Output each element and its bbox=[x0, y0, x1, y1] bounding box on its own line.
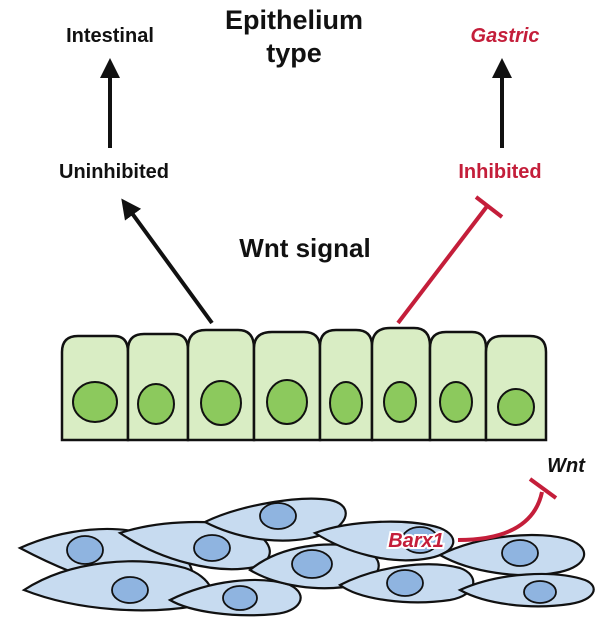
epithelial-nucleus bbox=[383, 381, 417, 423]
outcome-intestinal: Intestinal bbox=[66, 25, 154, 47]
epithelial-nucleus bbox=[266, 379, 308, 425]
wnt-signal-label: Wnt signal bbox=[239, 233, 370, 263]
state-uninhibited: Uninhibited bbox=[59, 161, 169, 183]
epithelium-nuclei bbox=[72, 379, 535, 426]
barx1-label: Barx1 bbox=[388, 530, 444, 552]
epithelial-nucleus bbox=[439, 381, 473, 423]
arrow-wnt-uninhibited bbox=[121, 198, 214, 325]
mesenchymal-nucleus bbox=[193, 534, 231, 562]
mesenchymal-nucleus bbox=[111, 576, 149, 604]
mesenchyme-nuclei bbox=[66, 502, 557, 611]
epithelium-layer bbox=[60, 326, 548, 442]
epithelial-nucleus bbox=[137, 383, 175, 425]
title-line-2: type bbox=[266, 38, 322, 68]
epithelial-nucleus bbox=[200, 380, 242, 426]
mesenchymal-nucleus bbox=[386, 569, 424, 597]
title-line-1: Epithelium bbox=[225, 5, 363, 35]
mesenchymal-nucleus bbox=[259, 502, 297, 530]
mesenchymal-nucleus bbox=[222, 585, 258, 611]
mesenchymal-nucleus bbox=[401, 526, 439, 554]
mesenchymal-nucleus bbox=[291, 549, 333, 579]
mesenchymal-nucleus bbox=[501, 539, 539, 567]
outcome-gastric: Gastric bbox=[471, 25, 540, 47]
mesenchymal-nucleus bbox=[523, 580, 557, 604]
state-inhibited: Inhibited bbox=[458, 161, 541, 183]
epithelial-nucleus bbox=[329, 381, 363, 425]
barx1-inhibition-bar bbox=[528, 477, 558, 500]
epithelial-nucleus bbox=[497, 388, 535, 426]
mesenchymal-nucleus bbox=[66, 535, 104, 565]
inhibition-bar-wnt bbox=[396, 195, 504, 325]
epithelial-nucleus bbox=[72, 381, 118, 423]
wnt-label: Wnt bbox=[547, 455, 586, 477]
barx1-inhibition-curve bbox=[457, 491, 544, 542]
